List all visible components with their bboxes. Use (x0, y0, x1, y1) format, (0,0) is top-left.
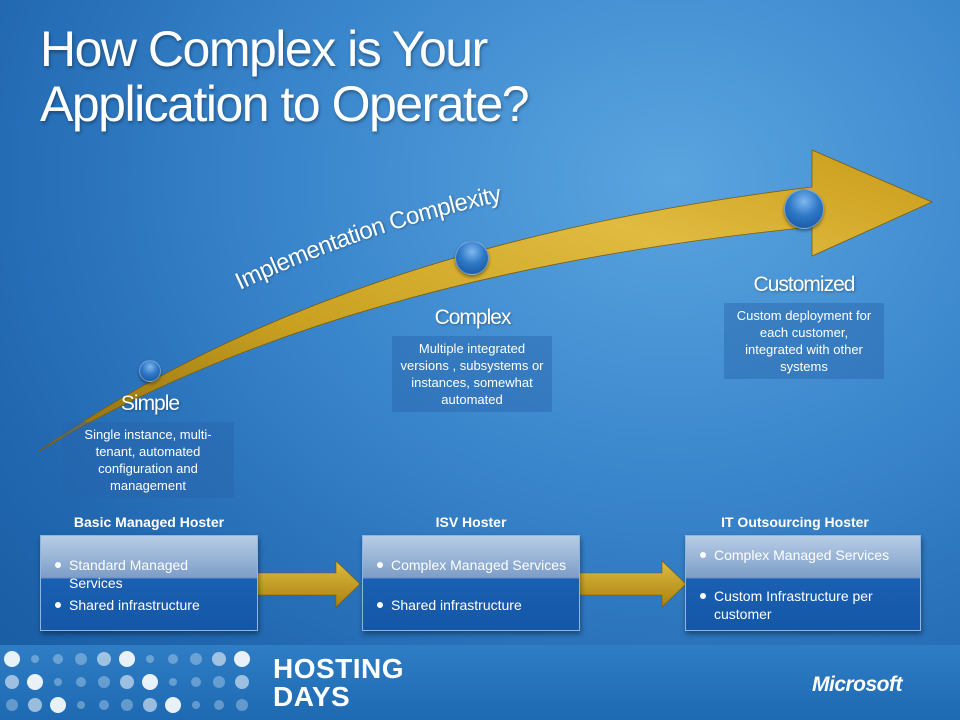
slide-title: How Complex is Your Application to Opera… (40, 22, 740, 132)
hoster-title-isv: ISV Hoster (435, 514, 507, 530)
stage-label-simple: Simple (120, 392, 180, 415)
hoster-item: Complex Managed Services (700, 546, 914, 564)
pattern-dot (31, 655, 39, 663)
pattern-dot (27, 674, 43, 690)
pattern-dot (190, 653, 202, 665)
hoster-box-basic: Standard Managed Services Shared infrast… (40, 535, 258, 631)
pattern-dot (192, 701, 200, 709)
stage-desc-complex: Multiple integrated versions , subsystem… (392, 336, 552, 412)
stage-node-complex (455, 241, 489, 275)
hosting-days-logo: HOSTING DAYS (273, 653, 405, 712)
pattern-dot (5, 675, 19, 689)
pattern-dot (236, 699, 248, 711)
hoster-item: Shared infrastructure (377, 596, 573, 614)
bullet-icon (700, 552, 706, 558)
stage-label-customized: Customized (753, 273, 856, 296)
pattern-dot (28, 698, 42, 712)
hoster-item: Complex Managed Services (377, 556, 573, 574)
stage-node-simple (139, 360, 161, 382)
title-line-1: How Complex is Your (40, 21, 488, 77)
bullet-icon (55, 562, 61, 568)
stage-desc-customized: Custom deployment for each customer, int… (724, 303, 884, 379)
microsoft-logo: Microsoft (812, 673, 903, 696)
hoster-title-it-outsourcing: IT Outsourcing Hoster (721, 514, 869, 530)
pattern-dot (53, 654, 63, 664)
pattern-dot (77, 701, 85, 709)
stage-desc-simple: Single instance, multi-tenant, automated… (62, 422, 234, 498)
pattern-dot (143, 698, 157, 712)
pattern-dot (212, 652, 226, 666)
hoster-title-basic: Basic Managed Hoster (73, 514, 225, 530)
pattern-dot (121, 699, 133, 711)
hoster-box-it-outsourcing: Complex Managed Services Custom Infrastr… (685, 535, 921, 631)
pattern-dot (119, 651, 135, 667)
pattern-dot (191, 677, 201, 687)
hoster-box-isv: Complex Managed Services Shared infrastr… (362, 535, 580, 631)
pattern-dot (54, 678, 62, 686)
hoster-item: Standard Managed Services (55, 556, 219, 592)
pattern-dot (146, 655, 154, 663)
pattern-dot (6, 699, 18, 711)
pattern-dot (169, 678, 177, 686)
hoster-item: Custom Infrastructure per customer (700, 587, 904, 623)
pattern-dot (98, 676, 110, 688)
title-line-2: Application to Operate? (40, 76, 530, 132)
bullet-icon (55, 602, 61, 608)
footer-bar: HOSTING DAYS Microsoft (0, 645, 960, 720)
pattern-dot (234, 651, 250, 667)
bullet-icon (377, 602, 383, 608)
pattern-dot (75, 653, 87, 665)
pattern-dot (142, 674, 158, 690)
stage-node-customized (784, 189, 824, 229)
bullet-icon (377, 562, 383, 568)
pattern-dot (214, 700, 224, 710)
pattern-dot (50, 697, 66, 713)
bullet-icon (700, 593, 706, 599)
hoster-item: Shared infrastructure (55, 596, 251, 614)
pattern-dot (97, 652, 111, 666)
pattern-dot (99, 700, 109, 710)
pattern-dot (213, 676, 225, 688)
pattern-dot (165, 697, 181, 713)
pattern-dot (168, 654, 178, 664)
pattern-dot (76, 677, 86, 687)
pattern-dot (120, 675, 134, 689)
stage-label-complex: Complex (434, 306, 512, 329)
pattern-dot (4, 651, 20, 667)
dot-pattern-icon (4, 651, 250, 713)
arrow-shape (37, 149, 933, 453)
pattern-dot (235, 675, 249, 689)
